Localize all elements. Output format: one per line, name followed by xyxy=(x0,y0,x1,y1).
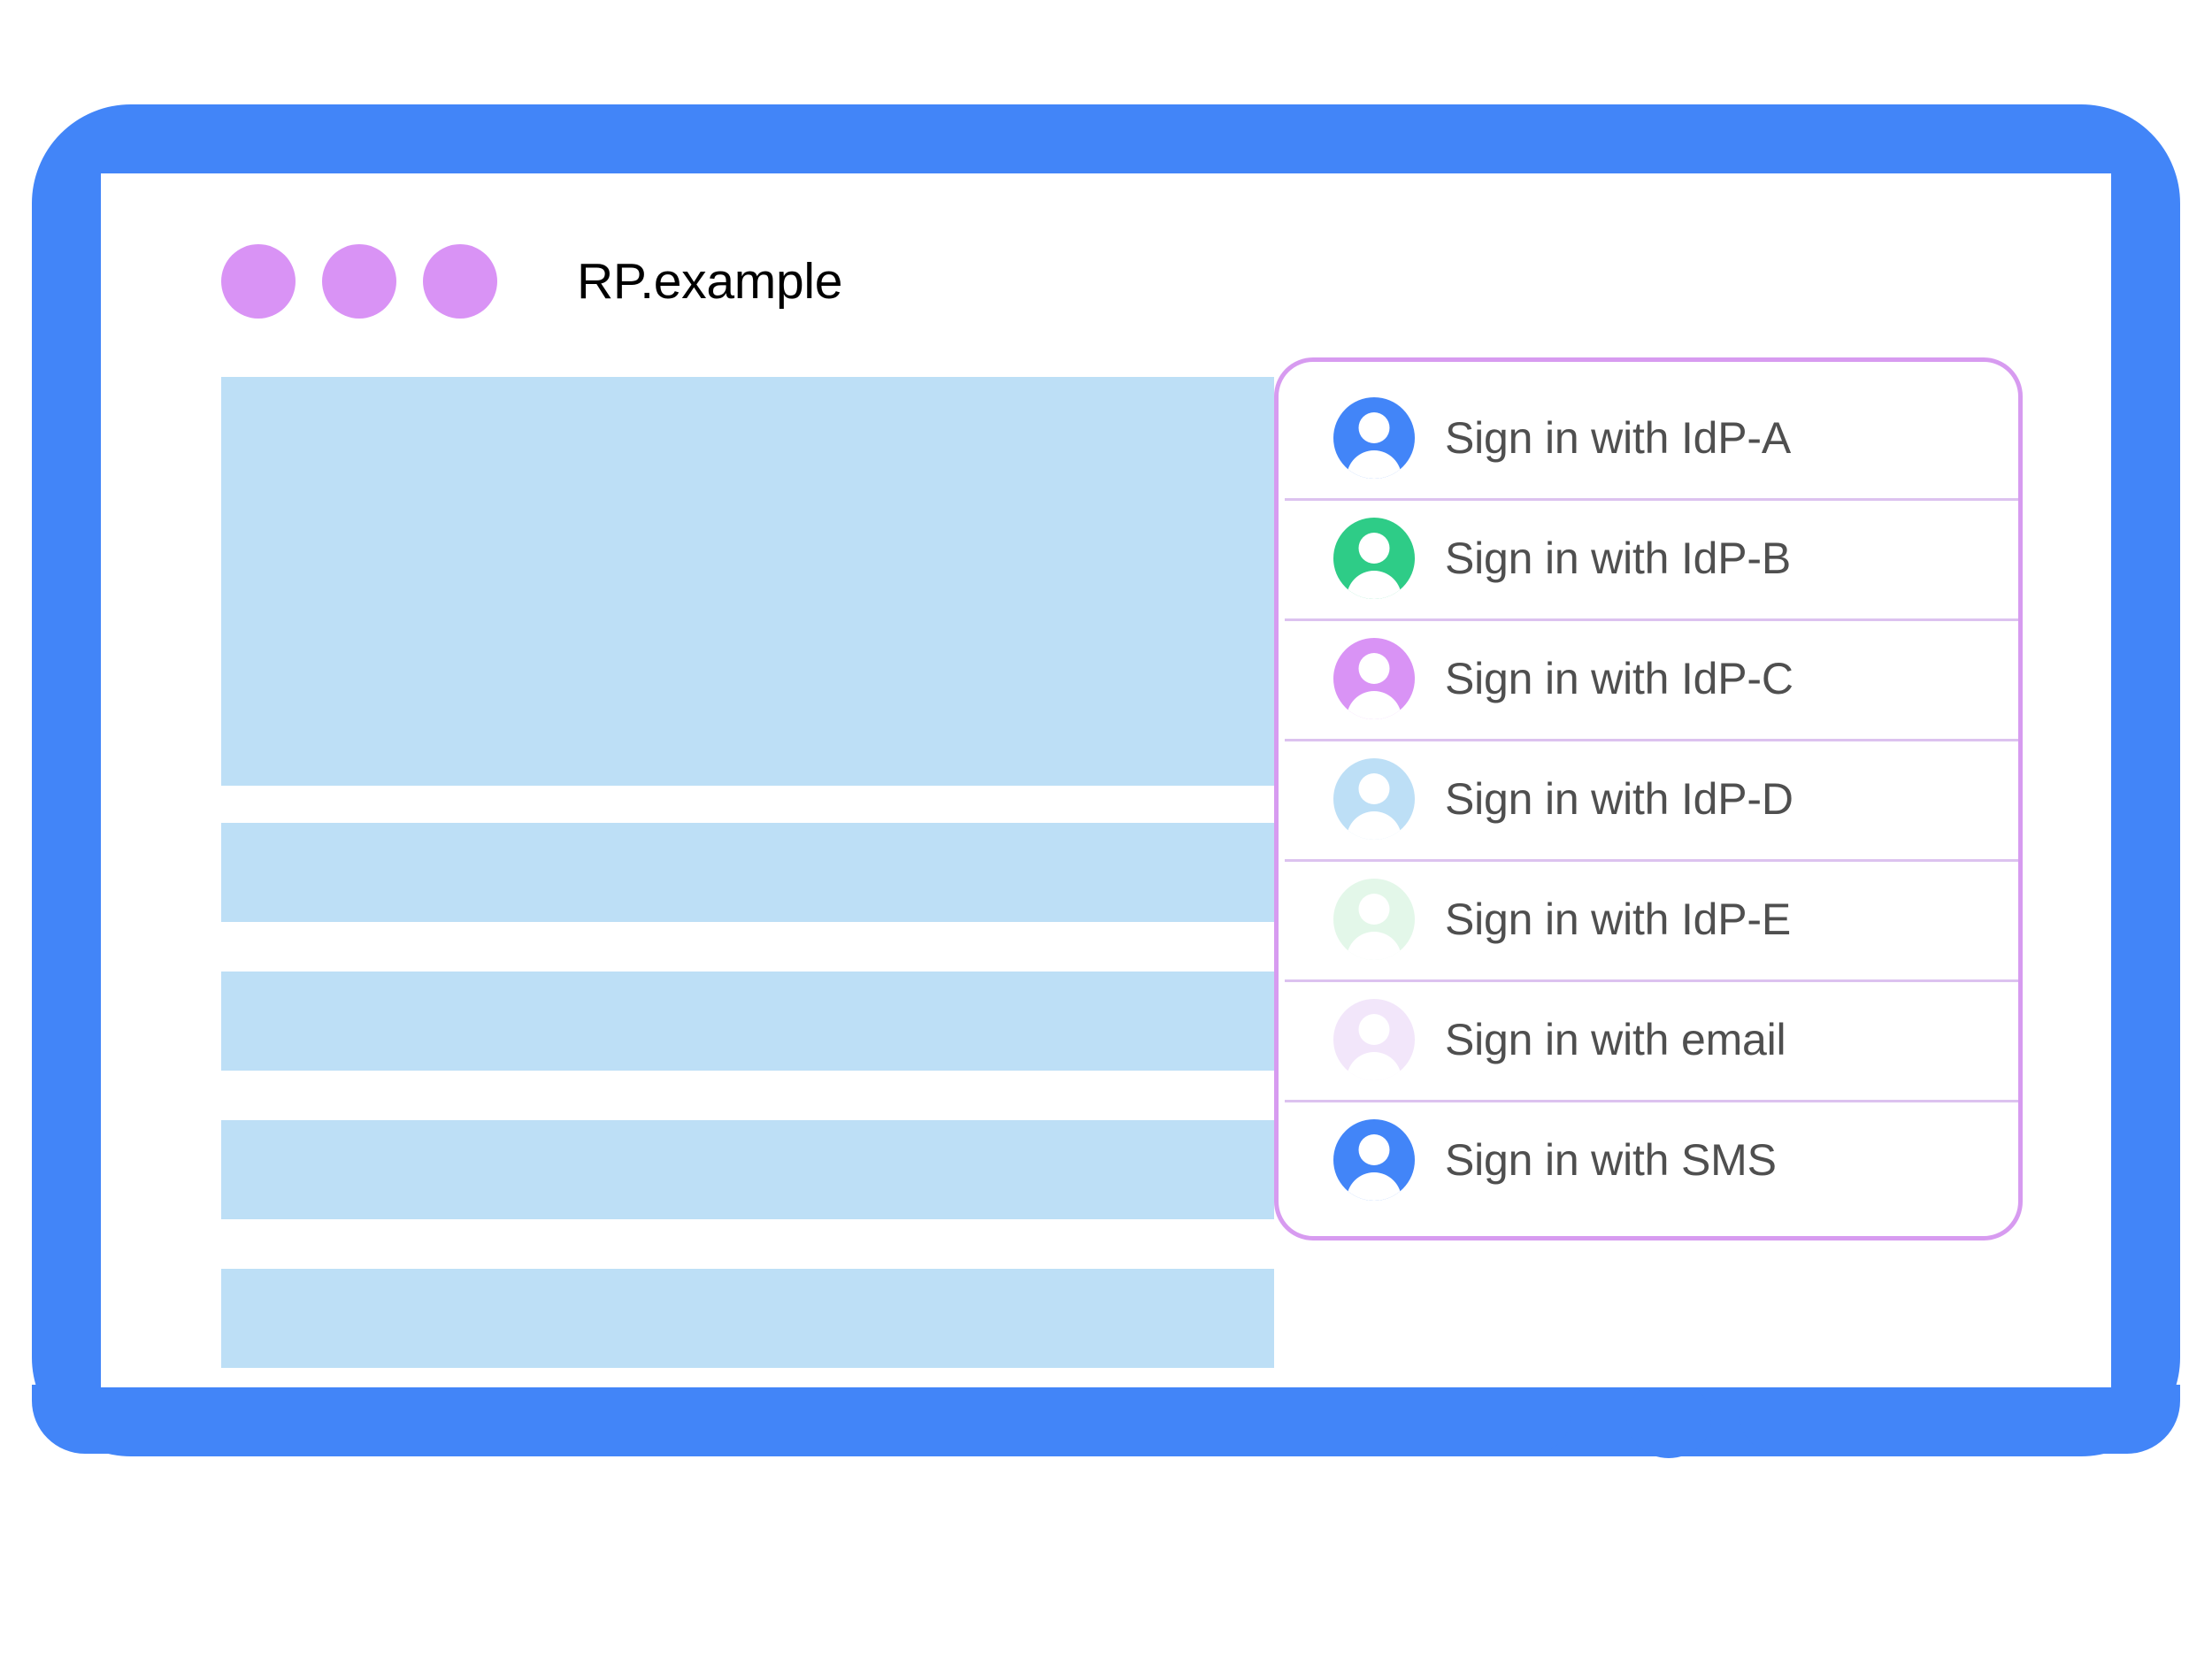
avatar-idp-a-icon xyxy=(1333,397,1415,479)
signin-option-row[interactable]: Sign in with SMS xyxy=(1279,1100,2018,1220)
avatar-head xyxy=(1358,653,1390,684)
avatar-shoulders xyxy=(1347,1052,1402,1080)
signin-options-panel: Sign in with IdP-A Sign in with IdP-B Sign… xyxy=(1274,357,2023,1240)
avatar-idp-d-icon xyxy=(1333,758,1415,840)
device-bottom-bezel-right xyxy=(1740,1385,2180,1454)
text-block-4 xyxy=(221,1269,1274,1368)
signin-option-label: Sign in with SMS xyxy=(1445,1135,1777,1185)
avatar-sms-icon xyxy=(1333,1119,1415,1201)
avatar-head xyxy=(1358,1014,1390,1045)
window-dot-3[interactable] xyxy=(423,244,497,319)
text-block-3 xyxy=(221,1120,1274,1219)
avatar-email-icon xyxy=(1333,999,1415,1080)
avatar-shoulders xyxy=(1347,932,1402,960)
avatar-head xyxy=(1358,773,1390,804)
signin-option-row[interactable]: Sign in with IdP-B xyxy=(1279,498,2018,618)
signin-option-label: Sign in with IdP-D xyxy=(1445,774,1793,824)
avatar-idp-b-icon xyxy=(1333,518,1415,599)
window-dot-1[interactable] xyxy=(221,244,296,319)
device-bottom-bezel-left xyxy=(32,1385,1571,1454)
signin-option-label: Sign in with IdP-B xyxy=(1445,534,1792,583)
signin-option-label: Sign in with IdP-E xyxy=(1445,895,1792,944)
window-dot-2[interactable] xyxy=(322,244,396,319)
signin-option-label: Sign in with IdP-C xyxy=(1445,654,1793,703)
signin-option-row[interactable]: Sign in with email xyxy=(1279,979,2018,1100)
signin-option-row[interactable]: Sign in with IdP-C xyxy=(1279,618,2018,739)
avatar-head xyxy=(1358,412,1390,443)
signin-option-row[interactable]: Sign in with IdP-E xyxy=(1279,859,2018,979)
avatar-head xyxy=(1358,1134,1390,1165)
avatar-shoulders xyxy=(1347,691,1402,719)
browser-title-bar: RP.example xyxy=(221,234,842,329)
hero-block xyxy=(221,377,1274,786)
avatar-idp-c-icon xyxy=(1333,638,1415,719)
avatar-head xyxy=(1358,894,1390,925)
avatar-shoulders xyxy=(1347,1172,1402,1201)
avatar-shoulders xyxy=(1347,571,1402,599)
avatar-shoulders xyxy=(1347,450,1402,479)
avatar-head xyxy=(1358,533,1390,564)
text-block-1 xyxy=(221,823,1274,922)
device-home-button[interactable] xyxy=(1626,1380,1711,1458)
signin-option-label: Sign in with email xyxy=(1445,1015,1786,1064)
page-content-placeholders xyxy=(221,377,1274,1368)
signin-option-label: Sign in with IdP-A xyxy=(1445,413,1792,463)
avatar-shoulders xyxy=(1347,811,1402,840)
text-block-2 xyxy=(221,972,1274,1071)
signin-option-row[interactable]: Sign in with IdP-D xyxy=(1279,739,2018,859)
page-title: RP.example xyxy=(577,253,843,310)
avatar-idp-e-icon xyxy=(1333,879,1415,960)
signin-option-row[interactable]: Sign in with IdP-A xyxy=(1279,378,2018,498)
